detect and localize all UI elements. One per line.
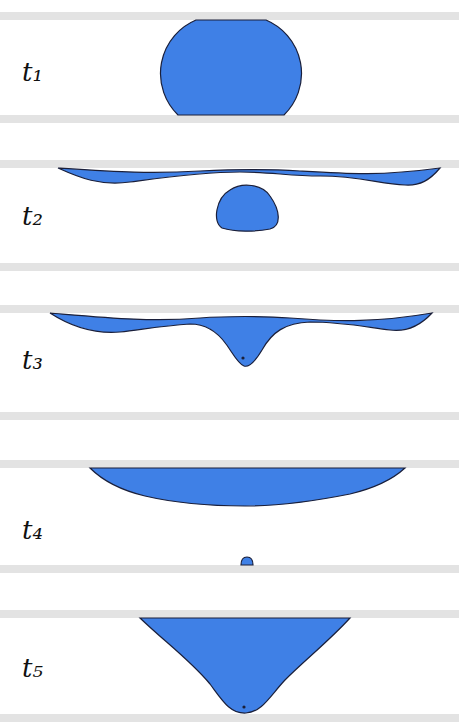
time-label: t₂	[22, 203, 43, 229]
time-label: t₁	[22, 59, 43, 85]
time-label: t₄	[22, 517, 43, 543]
liquid	[50, 20, 440, 713]
time-label: t₅	[22, 655, 43, 681]
plates	[0, 12, 459, 722]
dots	[241, 356, 245, 708]
time-label: t₃	[22, 347, 43, 373]
